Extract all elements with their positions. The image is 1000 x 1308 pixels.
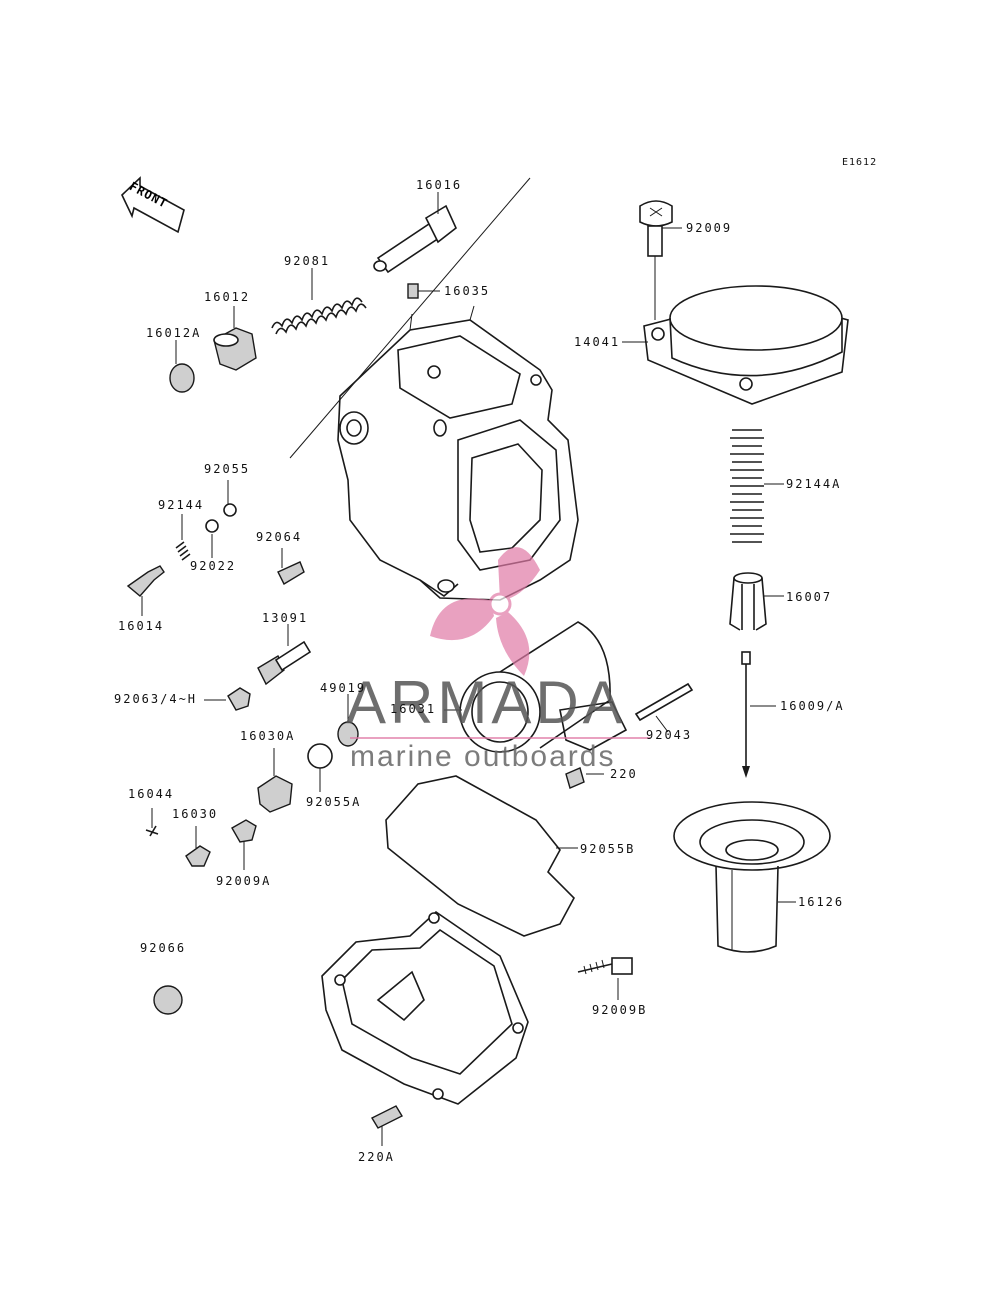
diagram-code: E1612 xyxy=(842,157,878,168)
part-label: 16007 xyxy=(786,590,833,604)
part-16014-drawing xyxy=(126,565,165,616)
carburetor-body-drawing xyxy=(337,305,579,601)
part-16031-drawing xyxy=(444,621,628,753)
part-16016-drawing xyxy=(289,177,531,459)
part-16044-drawing xyxy=(145,808,159,837)
part-label: 92043 xyxy=(646,728,693,742)
part-220-drawing xyxy=(565,767,604,789)
part-92144A-drawing xyxy=(730,429,784,543)
part-label: 16031 xyxy=(390,702,437,716)
float-bowl-drawing xyxy=(321,910,529,1105)
part-92009B-drawing xyxy=(577,957,633,1000)
part-label: 92066 xyxy=(140,941,187,955)
part-label: 16030 xyxy=(172,807,219,821)
part-label: 49019 xyxy=(320,681,367,695)
part-label: 16044 xyxy=(128,787,175,801)
part-16009A-drawing xyxy=(741,651,776,778)
part-92055A-drawing xyxy=(307,743,333,792)
part-label: 92055B xyxy=(580,842,636,856)
part-label: 16016 xyxy=(416,178,463,192)
part-label: 92081 xyxy=(284,254,331,268)
part-13091-drawing xyxy=(257,624,312,686)
part-label: 92009 xyxy=(686,221,733,235)
propeller-logo-icon xyxy=(350,547,650,739)
watermark-subtitle: marine outboards xyxy=(350,740,616,773)
part-16012-drawing xyxy=(213,306,257,371)
part-label: 16030A xyxy=(240,729,296,743)
part-label: 92144A xyxy=(786,477,842,491)
part-label: 92009A xyxy=(216,874,272,888)
part-label: 92009B xyxy=(592,1003,648,1017)
part-label: 16035 xyxy=(444,284,491,298)
part-16030A-drawing xyxy=(257,748,293,813)
part-49019-drawing xyxy=(337,694,359,747)
part-16012A-drawing xyxy=(169,340,195,393)
front-arrow-icon xyxy=(121,176,185,234)
part-label: 92055A xyxy=(306,795,362,809)
part-92081-drawing xyxy=(271,268,367,335)
part-92009-drawing xyxy=(639,200,682,320)
part-16126-drawing xyxy=(673,801,831,953)
part-label: 13091 xyxy=(262,611,309,625)
part-220A-drawing xyxy=(371,1105,403,1146)
part-92144-drawing xyxy=(175,514,191,561)
part-92009A-drawing xyxy=(231,819,257,870)
part-label: 92055 xyxy=(204,462,251,476)
part-label: 220A xyxy=(358,1150,395,1164)
part-16030-drawing xyxy=(185,826,211,867)
part-label: 92063/4~H xyxy=(114,692,198,706)
part-92055B-drawing xyxy=(385,775,578,937)
part-92063-drawing xyxy=(204,687,251,711)
part-16007-drawing xyxy=(729,572,784,631)
part-92064-drawing xyxy=(277,548,305,585)
part-label: 92064 xyxy=(256,530,303,544)
part-label: 220 xyxy=(610,767,638,781)
watermark-title: ARMADA xyxy=(346,669,627,736)
part-92066-drawing xyxy=(153,985,183,1015)
part-label: 92022 xyxy=(190,559,237,573)
part-label: 16012 xyxy=(204,290,251,304)
part-92022-drawing xyxy=(205,519,219,558)
part-92043-drawing xyxy=(634,682,694,733)
part-label: 16009/A xyxy=(780,699,845,713)
part-14041-drawing xyxy=(622,285,849,405)
part-label: 14041 xyxy=(574,335,621,349)
part-label: 16126 xyxy=(798,895,845,909)
part-16035-drawing xyxy=(407,283,440,299)
part-label: 16014 xyxy=(118,619,165,633)
part-92055-drawing xyxy=(223,480,237,517)
part-label: 92144 xyxy=(158,498,205,512)
part-label: 16012A xyxy=(146,326,202,340)
